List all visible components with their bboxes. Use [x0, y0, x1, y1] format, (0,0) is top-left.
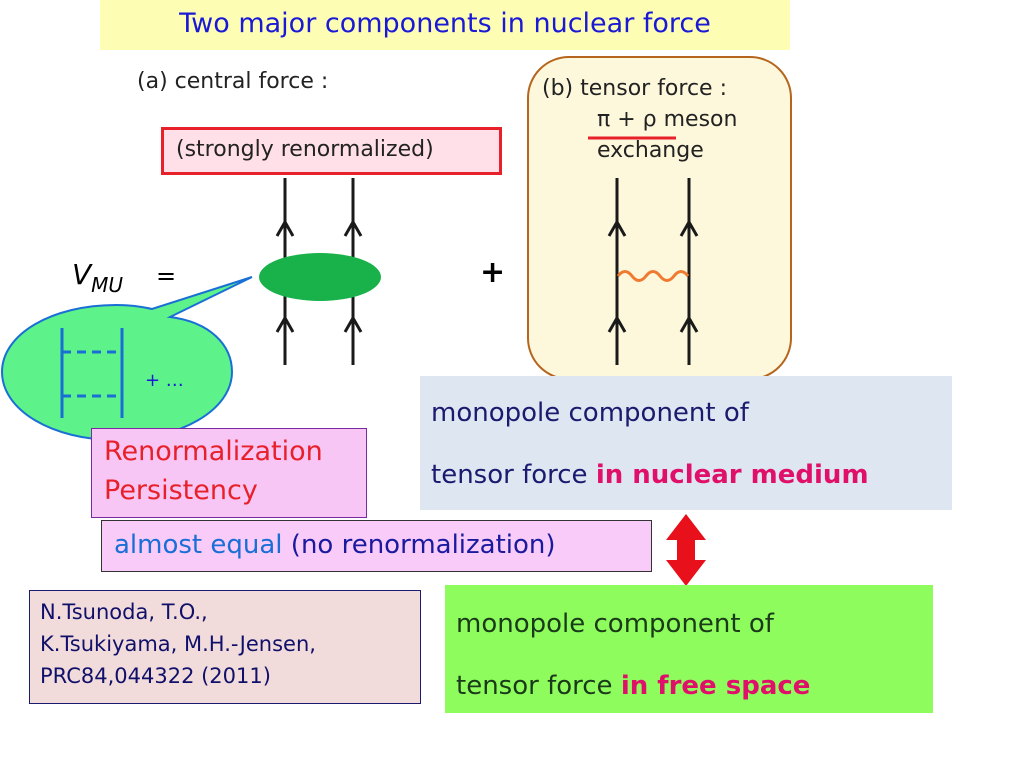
bubble-ellipsis: + …	[145, 370, 184, 391]
no-renormalization-phrase: (no renormalization)	[282, 530, 556, 560]
medium-line2: tensor force in nuclear medium	[431, 460, 869, 490]
slide-title: Two major components in nuclear force	[179, 8, 711, 39]
tensor-fermion-lines	[607, 178, 699, 365]
ladder-diagram	[60, 328, 124, 418]
almost-equal-text: almost equal (no renormalization)	[114, 530, 556, 560]
medium-highlight: in nuclear medium	[595, 460, 869, 490]
medium-line1: monopole component of	[431, 398, 749, 428]
free-space-box: monopole component of tensor force in fr…	[445, 585, 933, 713]
meson-exchange-line2: exchange	[597, 138, 704, 163]
free-line2: tensor force in free space	[456, 671, 810, 701]
tensor-arrow-left-top	[607, 218, 627, 237]
tensor-arrow-right-bottom	[679, 314, 699, 333]
free-highlight: in free space	[620, 671, 811, 701]
strongly-renormalized-text: (strongly renormalized)	[176, 137, 434, 162]
vmu-subscript: MU	[91, 273, 124, 297]
almost-equal-phrase: almost equal	[114, 530, 283, 560]
tensor-arrow-left-bottom	[607, 314, 627, 333]
medium-plain: tensor force	[431, 460, 596, 490]
free-line1: monopole component of	[456, 609, 774, 639]
speech-bubble	[0, 276, 253, 442]
central-arrow-left-top	[275, 218, 295, 237]
plus-sign: +	[480, 255, 506, 290]
renormalization-text: Renormalization	[104, 436, 323, 467]
central-arrow-right-top	[343, 218, 363, 237]
reference-box: N.Tsunoda, T.O., K.Tsukiyama, M.H.-Jense…	[29, 590, 421, 704]
tensor-force-label: (b) tensor force :	[542, 76, 727, 101]
almost-equal-box: almost equal (no renormalization)	[101, 520, 652, 572]
reference-citation: PRC84,044322 (2011)	[40, 664, 271, 688]
vmu-symbol: VMU	[72, 258, 123, 297]
vmu-v: V	[72, 258, 92, 291]
equals-sign: =	[156, 262, 177, 290]
persistency-text: Persistency	[104, 475, 258, 506]
strongly-renormalized-box: (strongly renormalized)	[161, 127, 502, 175]
interaction-blob	[259, 253, 381, 301]
reference-authors-1: N.Tsunoda, T.O.,	[40, 600, 208, 624]
title-banner: Two major components in nuclear force	[100, 0, 790, 50]
equivalence-arrow	[666, 514, 706, 586]
tensor-force-panel: (b) tensor force : π + ρ meson exchange	[527, 56, 792, 380]
nuclear-medium-box: monopole component of tensor force in nu…	[420, 376, 952, 510]
meson-wavy-line	[616, 270, 690, 282]
tensor-arrow-right-top	[679, 218, 699, 237]
meson-exchange-line1: π + ρ meson	[597, 107, 738, 132]
central-arrow-right-bottom	[343, 314, 363, 333]
central-arrow-left-bottom	[275, 314, 295, 333]
reference-authors-2: K.Tsukiyama, M.H.-Jensen,	[40, 632, 316, 656]
renormalization-persistency-box: Renormalization Persistency	[91, 428, 367, 518]
free-plain: tensor force	[456, 671, 621, 701]
central-force-label: (a) central force :	[137, 69, 329, 94]
